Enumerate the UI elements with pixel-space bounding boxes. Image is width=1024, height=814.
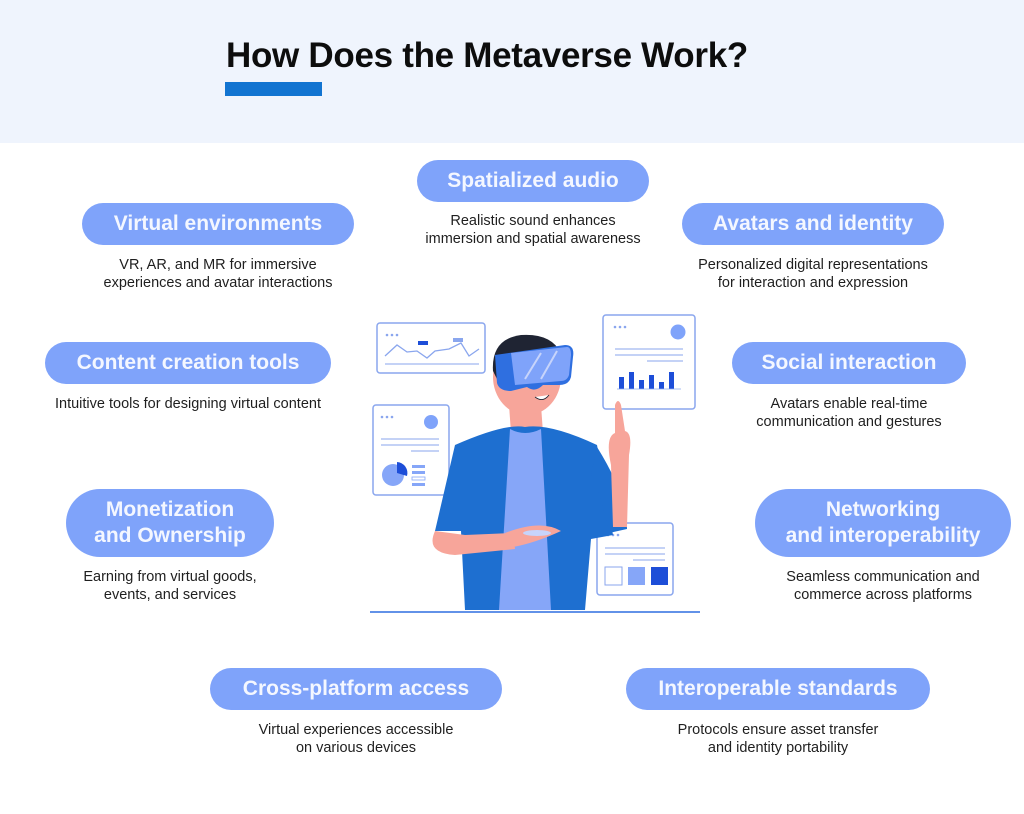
feature-monetization: Monetization and Ownership Earning from … xyxy=(54,489,286,604)
feature-title-pill: Spatialized audio xyxy=(417,160,649,202)
feature-description: Virtual experiences accessible on variou… xyxy=(258,722,454,756)
person-figure xyxy=(432,334,631,610)
feature-avatars-identity: Avatars and identity Personalized digita… xyxy=(672,203,954,292)
feature-interoperable-standards: Interoperable standards Protocols ensure… xyxy=(622,668,934,757)
feature-title-pill: Networking and interoperability xyxy=(755,489,1011,557)
feature-description: Personalized digital representations for… xyxy=(698,257,928,291)
feature-title-pill: Content creation tools xyxy=(45,342,331,384)
feature-description: Intuitive tools for designing virtual co… xyxy=(55,396,321,412)
feature-description: Seamless communication and commerce acro… xyxy=(786,569,980,603)
feature-title-pill: Cross-platform access xyxy=(210,668,502,710)
bar-chart-panel xyxy=(602,314,696,410)
feature-title-pill: Social interaction xyxy=(732,342,966,384)
vr-user-illustration xyxy=(370,314,700,613)
feature-title-pill: Virtual environments xyxy=(82,203,354,245)
feature-description: Protocols ensure asset transfer and iden… xyxy=(677,722,879,756)
color-swatch-panel xyxy=(596,522,674,596)
feature-description: Avatars enable real-time communication a… xyxy=(756,396,942,430)
feature-description: Realistic sound enhances immersion and s… xyxy=(425,213,641,247)
pie-chart-panel xyxy=(372,404,450,496)
page-title: How Does the Metaverse Work? xyxy=(226,36,748,75)
feature-social-interaction: Social interaction Avatars enable real-t… xyxy=(720,342,978,431)
feature-content-creation: Content creation tools Intuitive tools f… xyxy=(30,342,346,413)
feature-description: VR, AR, and MR for immersive experiences… xyxy=(103,257,333,291)
feature-title-pill: Monetization and Ownership xyxy=(66,489,274,557)
line-chart-panel xyxy=(376,322,486,374)
header-band xyxy=(0,0,1024,143)
feature-networking: Networking and interoperability Seamless… xyxy=(752,489,1014,604)
feature-description: Earning from virtual goods, events, and … xyxy=(83,569,257,603)
feature-cross-platform: Cross-platform access Virtual experience… xyxy=(206,668,506,757)
feature-title-pill: Avatars and identity xyxy=(682,203,944,245)
feature-spatialized-audio: Spatialized audio Realistic sound enhanc… xyxy=(405,160,661,248)
feature-virtual-environments: Virtual environments VR, AR, and MR for … xyxy=(82,203,354,292)
feature-title-pill: Interoperable standards xyxy=(626,668,930,710)
title-underline xyxy=(225,82,322,96)
